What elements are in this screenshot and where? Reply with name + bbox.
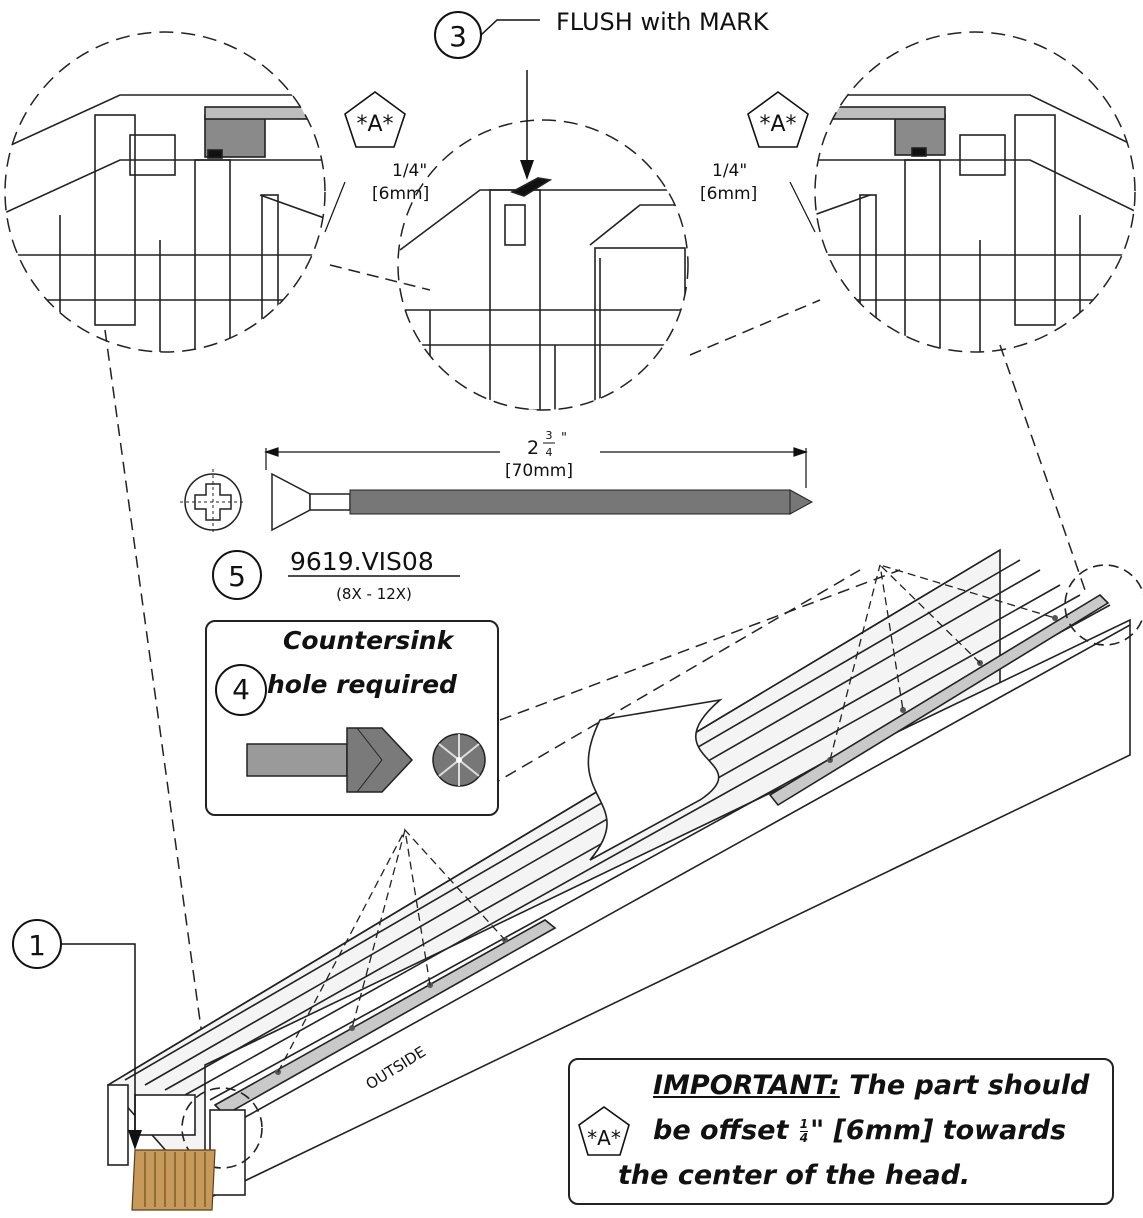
weatherstrip-block bbox=[131, 1149, 216, 1211]
svg-text:[6mm]: [6mm] bbox=[372, 184, 429, 204]
svg-text:1: 1 bbox=[28, 929, 46, 962]
screw-location-leaders bbox=[277, 564, 1056, 1073]
zoom-leader-lines bbox=[104, 264, 1086, 1131]
screw-length-numerator: 3 bbox=[546, 429, 553, 442]
detail-circle-right bbox=[814, 31, 1136, 353]
svg-text:[6mm]: [6mm] bbox=[700, 184, 757, 204]
countersink-bit-icon bbox=[246, 727, 486, 793]
screw-quantity: (8X - 12X) bbox=[336, 585, 412, 603]
svg-text:1/4": 1/4" bbox=[392, 161, 427, 181]
flush-with-mark-label: FLUSH with MARK bbox=[556, 8, 770, 36]
step-3-number: 3 bbox=[449, 20, 467, 53]
countersink-box: Countersink 4 hole required bbox=[205, 620, 499, 816]
ref-a-left: *A* bbox=[344, 91, 406, 148]
detail-circle-left bbox=[4, 31, 326, 353]
step-3-callout: 3 FLUSH with MARK bbox=[434, 8, 770, 180]
step-1-callout: 1 bbox=[12, 919, 142, 1150]
countersink-line2: hole required bbox=[267, 670, 457, 699]
screw-length-unit: " bbox=[561, 431, 567, 446]
svg-text:1/4": 1/4" bbox=[712, 161, 747, 181]
important-note-line1: IMPORTANT: The part should bbox=[653, 1070, 1090, 1101]
screw-length-mm: [70mm] bbox=[505, 461, 573, 481]
ref-a-note-icon bbox=[578, 1106, 630, 1156]
screw-length-whole: 2 bbox=[527, 437, 539, 459]
svg-text:5: 5 bbox=[228, 560, 246, 593]
screw-drawing: 2 3 4 " [70mm] bbox=[180, 429, 814, 535]
offset-dimension-right: 1/4" [6mm] bbox=[700, 161, 816, 233]
screw-part-number: 9619.VIS08 bbox=[290, 547, 434, 576]
detail-circle-middle bbox=[397, 119, 689, 411]
important-note-line3: the center of the head. bbox=[618, 1160, 971, 1191]
countersink-line1: Countersink bbox=[283, 626, 454, 655]
screw-dimension-line bbox=[264, 447, 808, 488]
important-heading: IMPORTANT: bbox=[653, 1070, 840, 1101]
ref-a-right-text: *A* bbox=[759, 112, 796, 137]
ref-a-left-text: *A* bbox=[356, 112, 393, 137]
important-note-box: *A* IMPORTANT: The part should be offset… bbox=[568, 1058, 1114, 1205]
countersink-end-view-icon bbox=[432, 733, 486, 787]
step-4-circle: 4 bbox=[215, 664, 267, 716]
step-5-callout: 5 9619.VIS08 (8X - 12X) bbox=[212, 547, 460, 603]
screw-length-denominator: 4 bbox=[546, 446, 553, 459]
phillips-head-icon bbox=[180, 469, 246, 535]
ref-a-right: *A* bbox=[747, 91, 809, 148]
offset-dimension-left: 1/4" [6mm] bbox=[324, 161, 429, 233]
frame-head-profile bbox=[106, 548, 1143, 1202]
